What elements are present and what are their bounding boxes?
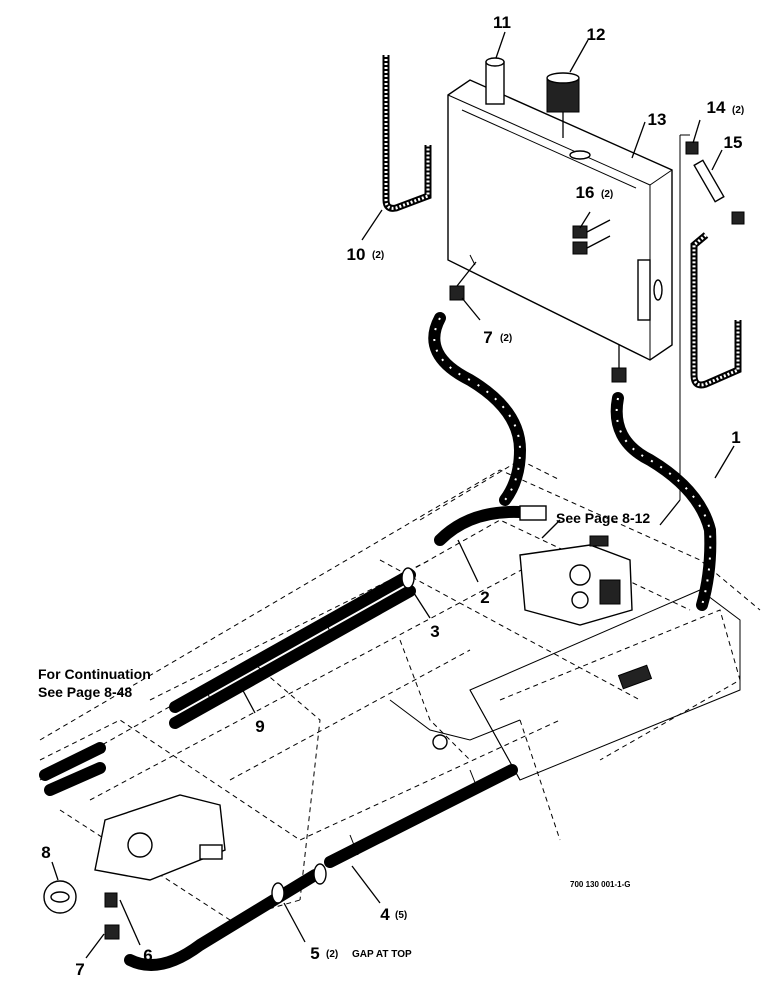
callout-7-top: 7 — [483, 328, 492, 347]
pump-lower — [94, 794, 226, 940]
see-page-8-12: See Page 8-12 — [556, 510, 650, 526]
filter — [546, 72, 580, 138]
figure-number: 700 130 001-1-G — [570, 880, 631, 889]
hose-left-stubs — [39, 742, 106, 796]
callout-12: 12 — [587, 25, 606, 44]
continuation-line-2: See Page 8-48 — [38, 684, 132, 700]
hose-4 — [124, 764, 518, 971]
gap-at-top-note: GAP AT TOP — [352, 949, 412, 960]
callout-15: 15 — [724, 133, 743, 152]
hose-2 — [434, 505, 547, 546]
qty-10: (2) — [372, 250, 384, 261]
callout-3: 3 — [430, 622, 439, 641]
callout-9: 9 — [255, 717, 264, 736]
part-8-fitting — [43, 880, 77, 914]
callout-11: 11 — [493, 13, 511, 32]
qty-14: (2) — [732, 105, 744, 116]
callout-5: 5 — [310, 944, 319, 963]
leader-lines — [51, 31, 735, 959]
callout-7-bottom: 7 — [75, 960, 84, 979]
qty-7: (2) — [500, 333, 512, 344]
callout-16: 16 — [576, 183, 595, 202]
qty-5: (2) — [326, 949, 338, 960]
cross-member — [389, 699, 521, 750]
hose-9 — [169, 569, 416, 729]
qty-4: (5) — [395, 910, 407, 921]
bolts — [572, 219, 611, 255]
callout-14: 14 — [707, 98, 726, 117]
tank-fittings — [449, 261, 627, 383]
callout-6: 6 — [143, 946, 152, 965]
callout-8: 8 — [41, 843, 50, 862]
hydraulic-tank — [447, 79, 673, 361]
callout-4: 4 — [380, 905, 390, 924]
pump-upper — [519, 535, 633, 626]
callout-1: 1 — [731, 428, 740, 447]
callout-13: 13 — [648, 110, 667, 129]
mounting-strap-left — [382, 55, 432, 212]
hose-1 — [610, 392, 717, 611]
hose-7 — [428, 312, 527, 506]
mounting-strap-right — [690, 232, 742, 389]
callout-2: 2 — [480, 588, 489, 607]
breather — [485, 57, 505, 105]
continuation-line-1: For Continuation — [38, 666, 151, 682]
hose-clamps — [204, 567, 479, 904]
qty-16: (2) — [601, 189, 613, 200]
callout-10: 10 — [347, 245, 366, 264]
callouts: 11 12 13 14 (2) 15 16 (2) 10 (2) 7 (2) 1… — [38, 13, 744, 979]
sight-gauge — [685, 141, 745, 225]
